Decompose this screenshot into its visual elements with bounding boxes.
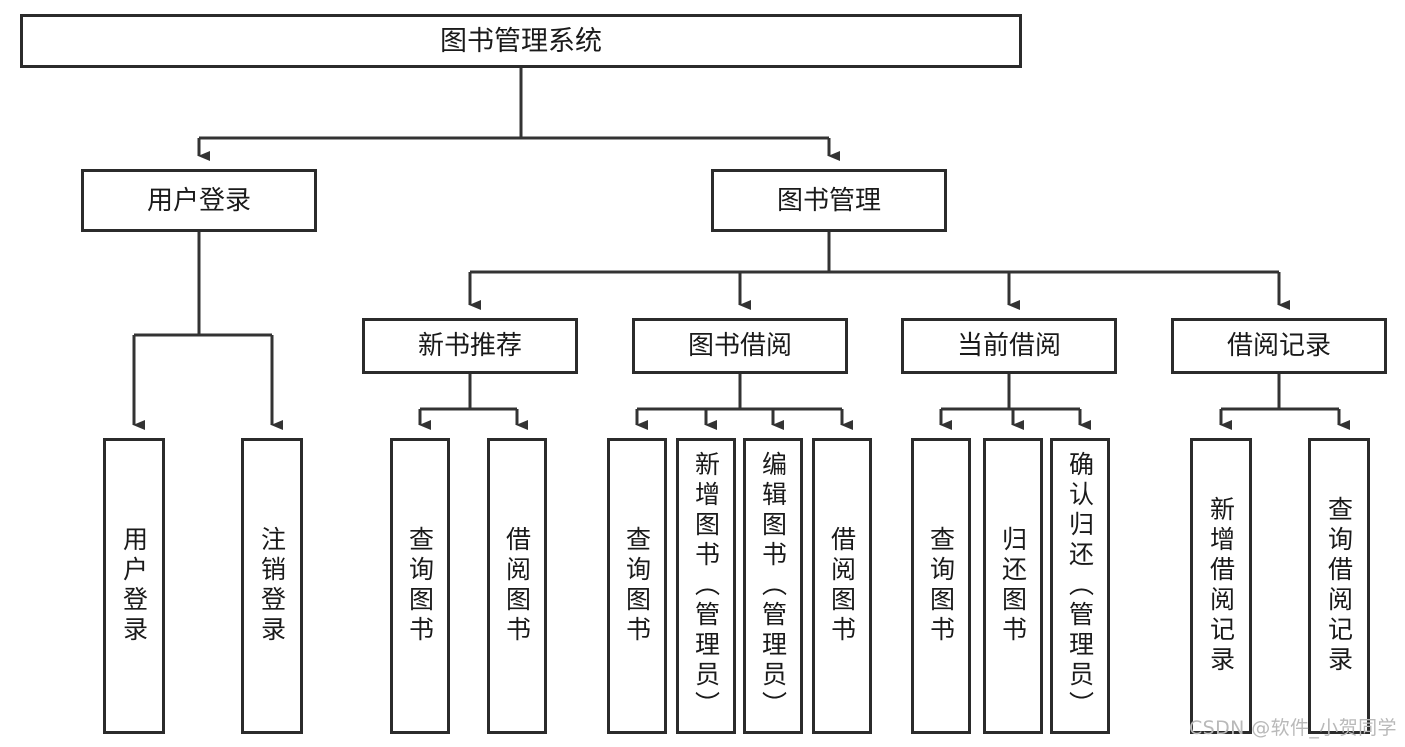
node-leaf-borrow-book[interactable]: 借阅图书 (812, 438, 872, 734)
node-leaf-user-logout[interactable]: 注销登录 (241, 438, 303, 734)
node-leaf-return-book[interactable]: 归还图书 (983, 438, 1043, 734)
node-leaf-borrow-query-book[interactable]: 查询图书 (607, 438, 667, 734)
node-borrow-record[interactable]: 借阅记录 (1171, 318, 1387, 374)
node-leaf-add-book-admin[interactable]: 新增图书（管理员） (676, 438, 736, 734)
node-root-system[interactable]: 图书管理系统 (20, 14, 1022, 68)
node-label: 查询图书 (405, 526, 435, 646)
node-label: 当前借阅 (956, 331, 1061, 361)
node-leaf-query-borrow-record[interactable]: 查询借阅记录 (1308, 438, 1370, 734)
node-leaf-confirm-return-admin[interactable]: 确认归还（管理员） (1050, 438, 1110, 734)
node-label: 编辑图书（管理员） (758, 451, 788, 721)
node-leaf-user-login[interactable]: 用户登录 (103, 438, 165, 734)
node-current-borrow[interactable]: 当前借阅 (901, 318, 1117, 374)
node-label: 查询图书 (622, 526, 652, 646)
node-leaf-add-borrow-record[interactable]: 新增借阅记录 (1190, 438, 1252, 734)
node-leaf-recommend-query-book[interactable]: 查询图书 (390, 438, 450, 734)
node-label: 查询图书 (926, 526, 956, 646)
node-label: 用户登录 (146, 185, 251, 216)
node-label: 新书推荐 (417, 331, 522, 361)
node-leaf-edit-book-admin[interactable]: 编辑图书（管理员） (743, 438, 803, 734)
node-user-login[interactable]: 用户登录 (81, 169, 317, 232)
node-label: 新增图书（管理员） (691, 451, 721, 721)
node-book-borrow[interactable]: 图书借阅 (632, 318, 848, 374)
node-label: 用户登录 (119, 526, 149, 646)
node-label: 图书管理系统 (440, 25, 602, 57)
node-label: 借阅记录 (1226, 331, 1331, 361)
node-label: 确认归还（管理员） (1065, 451, 1095, 721)
node-label: 归还图书 (998, 526, 1028, 646)
node-leaf-recommend-borrow-book[interactable]: 借阅图书 (487, 438, 547, 734)
node-label: 注销登录 (257, 526, 287, 646)
node-label: 图书管理 (776, 185, 881, 216)
node-leaf-current-query-book[interactable]: 查询图书 (911, 438, 971, 734)
node-label: 借阅图书 (502, 526, 532, 646)
node-label: 新增借阅记录 (1206, 496, 1236, 676)
node-label: 图书借阅 (687, 331, 792, 361)
node-book-management[interactable]: 图书管理 (711, 169, 947, 232)
node-label: 查询借阅记录 (1324, 496, 1354, 676)
node-label: 借阅图书 (827, 526, 857, 646)
node-new-book-recommend[interactable]: 新书推荐 (362, 318, 578, 374)
